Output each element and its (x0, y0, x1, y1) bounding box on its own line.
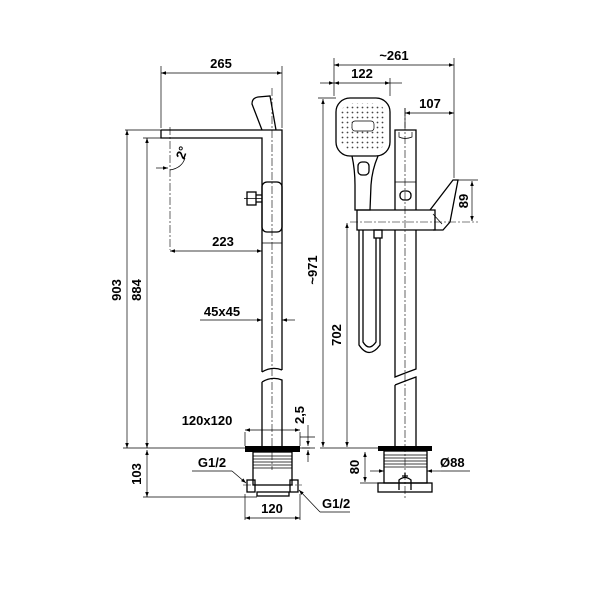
dim-box-width: 120 (261, 501, 283, 516)
spray-selector (351, 120, 375, 132)
dim-total-height-side: 903 (109, 279, 124, 301)
hand-shower-handle (351, 155, 379, 211)
dim-lever-height: 89 (456, 194, 471, 208)
dim-column-section: 45x45 (204, 304, 240, 319)
hand-shower-head (335, 97, 391, 157)
installation-box-side (243, 451, 302, 497)
hose-connector (373, 229, 383, 239)
dim-handshower-width: 122 (351, 66, 373, 81)
dim-total-height-front: ~971 (305, 255, 320, 284)
front-view: ~261 122 107 89 ~971 702 80 Ø88 (305, 48, 478, 500)
dim-spout-angle: 2° (173, 144, 191, 161)
installation-box-front (377, 450, 433, 493)
lever (251, 95, 277, 131)
lever-front (429, 179, 459, 231)
dim-box-diameter: Ø88 (440, 455, 465, 470)
side-view: 265 2° 223 903 884 45x45 2,5 120x120 103… (109, 56, 350, 520)
faucet-front-outline (320, 97, 478, 500)
dim-inlet-left: G1/2 (198, 455, 226, 470)
dim-flange-gap: 2,5 (292, 406, 307, 424)
dim-body-height: 702 (329, 324, 344, 346)
dim-lever-offset: 107 (419, 96, 441, 111)
faucet-side-outline (123, 88, 310, 497)
dim-flange-size: 120x120 (182, 413, 233, 428)
dim-box-depth: 80 (347, 460, 362, 474)
dim-overall-width: ~261 (379, 48, 408, 63)
dim-overall-reach: 265 (210, 56, 232, 71)
diverter-button (399, 190, 412, 201)
diverter-knob (244, 191, 262, 206)
dim-inlet-right: G1/2 (322, 496, 350, 511)
hose-loop (358, 230, 381, 354)
dim-spout-reach: 223 (212, 234, 234, 249)
dim-spout-height: 884 (129, 278, 144, 300)
dim-installation-depth: 103 (129, 463, 144, 485)
